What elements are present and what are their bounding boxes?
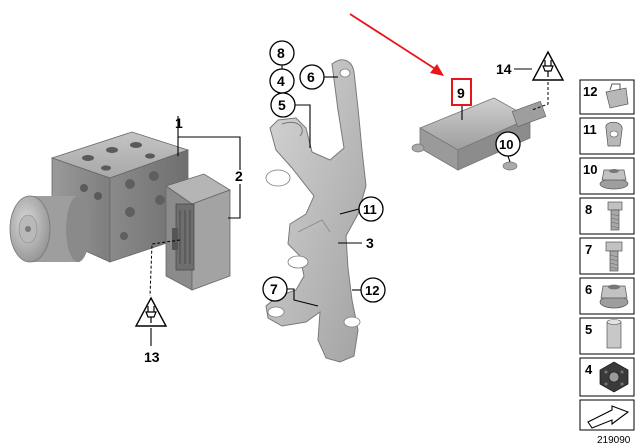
legend-label-5: 5	[585, 322, 592, 337]
callout-10: 10	[499, 137, 513, 152]
bolt-icon	[605, 241, 623, 272]
collar-nut-icon	[599, 284, 629, 309]
control-module	[411, 97, 547, 171]
callout-4: 4	[277, 73, 285, 89]
callout-6: 6	[307, 69, 315, 85]
legend-item-8	[579, 197, 635, 235]
callout-9-box	[451, 78, 472, 106]
rubber-mount-icon	[599, 361, 629, 393]
callout-14: 14	[496, 61, 512, 77]
clip-icon	[605, 83, 629, 109]
legend-label-6: 6	[585, 282, 592, 297]
sleeve-icon	[606, 319, 622, 349]
highlight-arrow	[349, 13, 444, 76]
legend-label-7: 7	[585, 242, 592, 257]
callout-7: 7	[270, 281, 278, 297]
callout-13: 13	[144, 349, 160, 365]
legend-label-10: 10	[583, 162, 597, 177]
spring-clip-icon	[605, 121, 623, 147]
callout-badges-bracket: 8 4 6 5	[269, 40, 325, 118]
legend-label-4: 4	[585, 362, 593, 377]
callout-2: 2	[235, 168, 243, 184]
callout-12: 12	[365, 283, 379, 298]
bracket	[265, 59, 367, 363]
callout-3: 3	[366, 235, 374, 251]
callout-11: 11	[363, 202, 377, 217]
bolt-icon	[607, 201, 623, 231]
esd-warning-icon-left	[134, 296, 168, 327]
callout-1: 1	[175, 115, 183, 131]
parts-legend: 12 11 10 8 7 6 5 4	[579, 79, 635, 431]
direction-arrow-icon	[587, 405, 630, 429]
callout-5: 5	[278, 97, 286, 113]
abs-hydraulic-unit	[9, 131, 231, 291]
callout-8: 8	[277, 45, 285, 61]
flange-nut-icon	[599, 169, 629, 190]
reference-number: 219090	[597, 435, 631, 446]
legend-label-11: 11	[583, 122, 597, 137]
esd-warning-icon-right	[531, 50, 565, 81]
legend-label-8: 8	[585, 202, 592, 217]
legend-label-12: 12	[583, 84, 597, 99]
callout-9: 9	[457, 85, 465, 101]
